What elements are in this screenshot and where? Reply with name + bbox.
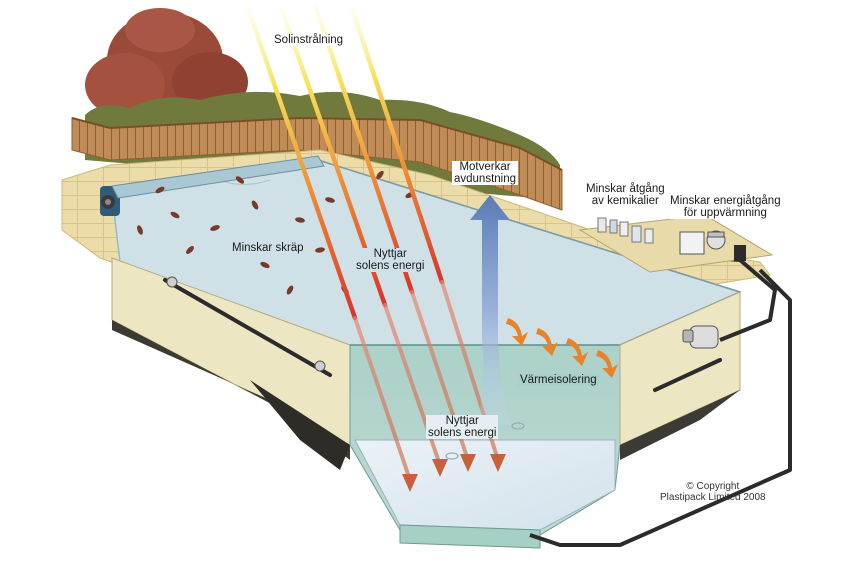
pool-floor: [354, 439, 616, 531]
label-uses-solar-top: Nyttjar solens energi: [354, 248, 427, 272]
skimmer-pump: [682, 325, 719, 349]
label-reduces-evaporation-line1: Motverkar: [459, 161, 511, 173]
label-reduces-chemicals-line1: Minskar åtgång: [586, 183, 665, 195]
label-reduces-heating-line2: för uppvärmning: [683, 207, 767, 219]
sun-rays: [245, 5, 506, 492]
label-reduces-debris: Minskar skräp: [232, 242, 304, 254]
label-reduces-chemicals: Minskar åtgång av kemikalier: [584, 183, 667, 207]
label-solar-radiation: Solinstrålning: [272, 34, 346, 46]
label-uses-solar-bottom: Nyttjar solens energi: [426, 415, 499, 439]
copyright-line2: Plastipack Limited 2008: [660, 492, 766, 503]
heat-arrows: [506, 318, 618, 378]
return-pipe: [529, 268, 792, 547]
side-pipe-left: [163, 278, 332, 377]
label-uses-solar-top-line2: solens energi: [356, 260, 425, 272]
label-reduces-heating-line1: Minskar energiåtgång: [670, 195, 781, 207]
label-uses-solar-bottom-line1: Nyttjar: [445, 415, 479, 427]
equipment-shelf: [578, 214, 774, 273]
copyright-line1: © Copyright: [686, 481, 740, 492]
label-uses-solar-top-line1: Nyttjar: [373, 248, 407, 260]
label-reduces-heating: Minskar energiåtgång för uppvärmning: [668, 195, 783, 219]
label-reduces-chemicals-line2: av kemikalier: [591, 195, 659, 207]
evaporation-arrow: [470, 195, 510, 425]
label-uses-solar-bottom-line2: solens energi: [428, 427, 497, 439]
side-pipe-right: [653, 358, 722, 392]
label-reduces-evaporation-line2: avdunstning: [454, 173, 517, 185]
copyright-notice: © Copyright Plastipack Limited 2008: [660, 481, 766, 503]
tree: [85, 8, 248, 117]
label-reduces-evaporation: Motverkar avdunstning: [452, 161, 519, 185]
cover-reel: [100, 155, 325, 216]
label-heat-insulation: Värmeisolering: [518, 374, 599, 386]
